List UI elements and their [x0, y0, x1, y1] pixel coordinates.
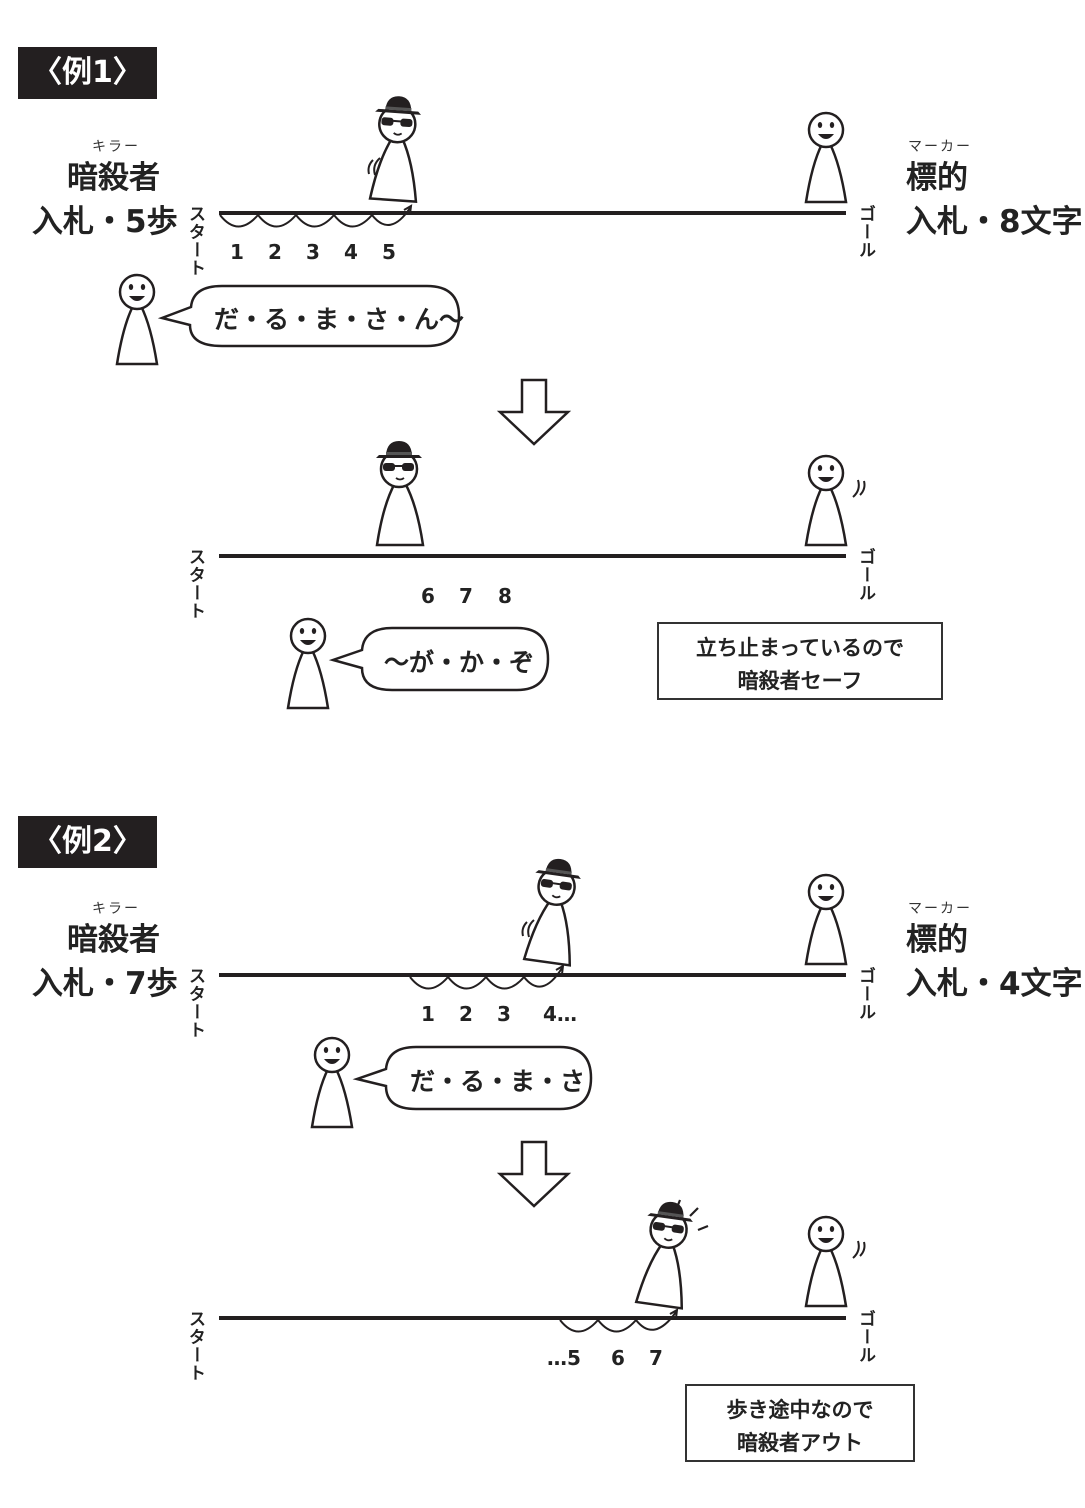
caller-figure-icon [286, 617, 330, 710]
target-ruby: マーカー [908, 901, 972, 917]
ex2a-step-arcs [409, 964, 565, 990]
step-number: 2 [459, 1002, 473, 1026]
target-bid: 入札・4文字 [906, 966, 1083, 1002]
step-number: 6 [611, 1346, 625, 1370]
step-number: 2 [268, 240, 282, 264]
ex1a-step-arcs [219, 204, 413, 228]
step-number: 8 [498, 584, 512, 608]
step-number: 5 [382, 240, 396, 264]
ex2a-speech-bubble [352, 1045, 593, 1111]
start-label: スタート [185, 1310, 205, 1382]
killer-figure-icon [521, 854, 586, 967]
step-number: 4… [543, 1002, 577, 1026]
target-figure-icon [804, 454, 848, 547]
step-number: 1 [230, 240, 244, 264]
step-number: 7 [459, 584, 473, 608]
killer-bid: 入札・7歩 [32, 966, 178, 1002]
speech-text: 〜が・か・ぞ [384, 648, 535, 677]
note-line: 暗殺者セーフ [737, 669, 863, 693]
killer-ruby: キラー [92, 139, 140, 155]
start-label: スタート [185, 967, 205, 1039]
ex2b-step-arcs [559, 1308, 679, 1333]
speech-text: だ・る・ま・さ [410, 1067, 586, 1096]
motion-swoosh-icon [852, 479, 866, 498]
caller-figure-icon [115, 273, 159, 366]
killer-bid: 入札・5歩 [32, 204, 178, 240]
step-number: …5 [547, 1346, 581, 1370]
note-line: 暗殺者アウト [737, 1431, 863, 1455]
caller-figure-icon [310, 1036, 354, 1129]
step-number: 3 [306, 240, 320, 264]
step-number: 6 [421, 584, 435, 608]
surprise-marks-icon [674, 1199, 709, 1232]
note-line: 歩き途中なので [726, 1398, 874, 1422]
ex1b-speech-bubble [328, 626, 550, 692]
killer-figure-icon [367, 93, 425, 203]
step-number: 4 [344, 240, 358, 264]
down-arrow-icon [498, 1140, 570, 1208]
start-label: スタート [185, 548, 205, 620]
step-number: 1 [421, 1002, 435, 1026]
killer-label: 暗殺者 [67, 922, 160, 958]
speech-text: だ・る・ま・さ・ん〜 [214, 305, 465, 334]
killer-figure-icon [633, 1197, 698, 1310]
goal-label: ゴール [855, 967, 875, 1021]
target-label: 標的 [906, 922, 968, 958]
target-figure-icon [804, 1215, 848, 1308]
target-figure-icon [804, 873, 848, 966]
step-number: 7 [649, 1346, 663, 1370]
result-note-out: 歩き途中なので 暗殺者アウト [685, 1384, 915, 1462]
motion-swoosh-icon [852, 1240, 866, 1259]
killer-ruby: キラー [92, 901, 140, 917]
target-figure-icon [804, 111, 848, 204]
example1-tag: 〈例1〉 [18, 47, 157, 99]
target-bid: 入札・8文字 [906, 204, 1083, 240]
example2-tag: 〈例2〉 [18, 816, 157, 868]
step-number: 3 [497, 1002, 511, 1026]
goal-label: ゴール [855, 1310, 875, 1364]
killer-figure-icon [374, 439, 425, 547]
result-note-safe: 立ち止まっているので 暗殺者セーフ [657, 622, 943, 700]
killer-label: 暗殺者 [67, 160, 160, 196]
target-label: 標的 [906, 160, 968, 196]
start-label: スタート [185, 205, 205, 277]
note-line: 立ち止まっているので [695, 636, 905, 660]
down-arrow-icon [498, 378, 570, 446]
goal-label: ゴール [855, 205, 875, 259]
ex1a-speech-bubble [157, 284, 461, 348]
goal-label: ゴール [855, 548, 875, 602]
target-ruby: マーカー [908, 139, 972, 155]
